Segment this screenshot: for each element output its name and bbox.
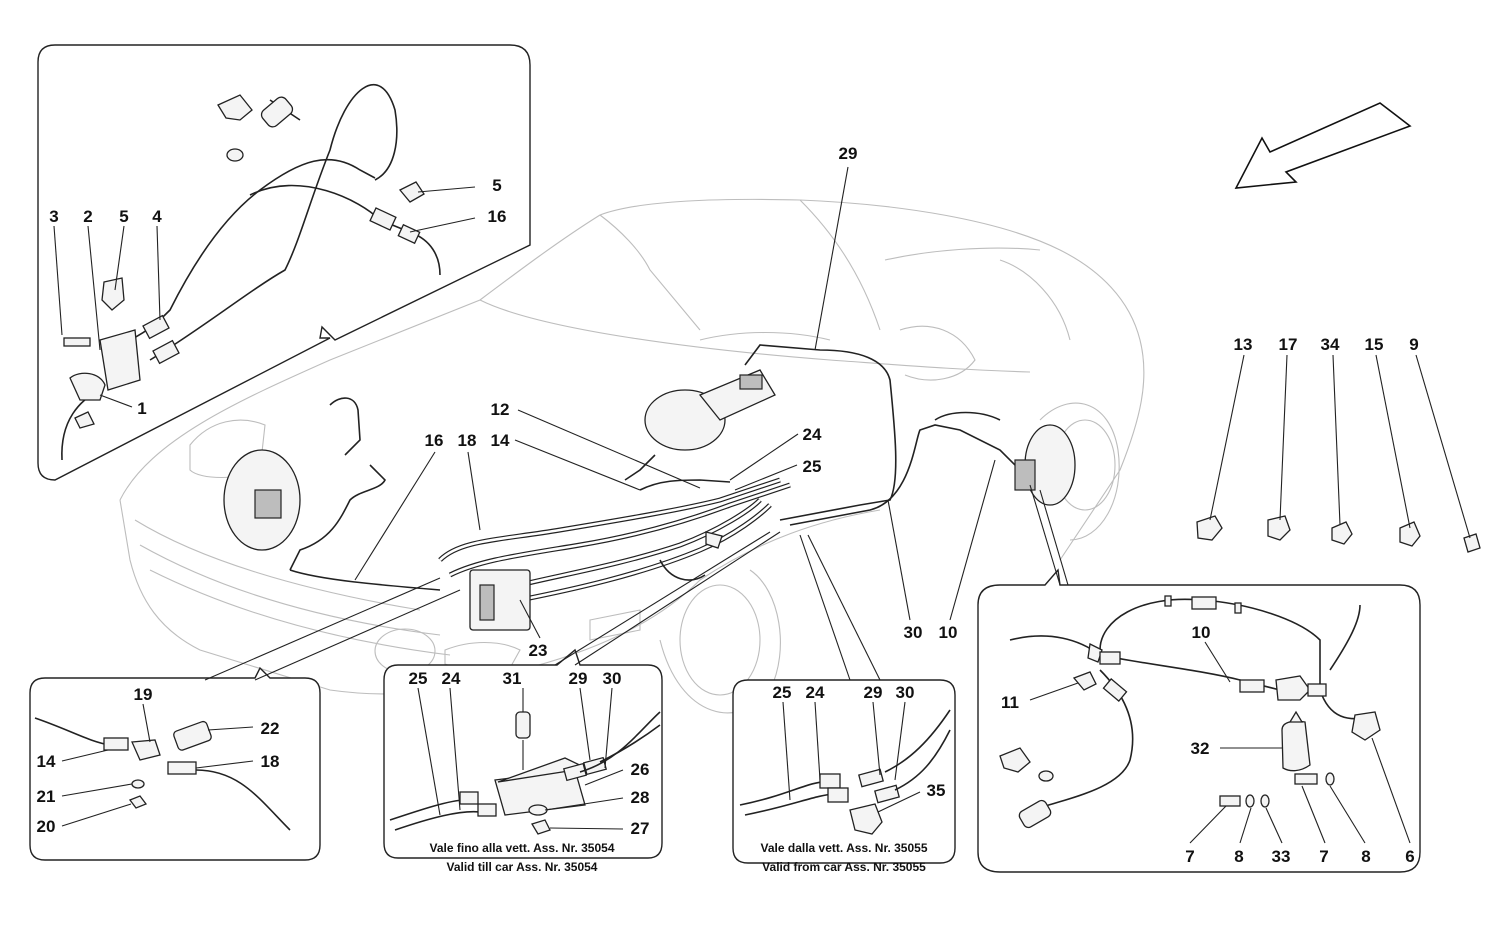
callout-19: 19: [134, 685, 153, 704]
callout-14: 14: [491, 431, 510, 450]
callout-28: 28: [631, 788, 650, 807]
callout-27: 27: [631, 819, 650, 838]
validity-note-till-en: Valid till car Ass. Nr. 35054: [447, 860, 598, 874]
clip-13: [1196, 515, 1223, 541]
callout-24: 24: [803, 425, 822, 444]
inset-pipe-union: [732, 679, 956, 864]
callout-9: 9: [1409, 335, 1418, 354]
inset-rear-caliper-sensor: [977, 568, 1421, 873]
callout-10: 10: [939, 623, 958, 642]
callout-23: 23: [529, 641, 548, 660]
callout-22: 22: [261, 719, 280, 738]
callout-14: 14: [37, 752, 56, 771]
callout-30: 30: [904, 623, 923, 642]
callout-34: 34: [1321, 335, 1340, 354]
callout-15: 15: [1365, 335, 1384, 354]
clip-17: [1267, 515, 1291, 541]
callout-25: 25: [803, 457, 822, 476]
callout-30: 30: [896, 683, 915, 702]
callout-31: 31: [503, 669, 522, 688]
inset-sensor-junction: [29, 666, 321, 861]
callout-30: 30: [603, 669, 622, 688]
callout-labels: 3 2 5 4 5 16 1 29 12 14 16 18 24 25 23 3…: [37, 144, 1419, 874]
callout-11: 11: [1001, 693, 1019, 712]
inset-distribution-block: [383, 648, 663, 859]
inset-front-left-caliper: [37, 44, 531, 481]
direction-arrow: [1234, 102, 1412, 189]
main-components: [223, 369, 1076, 631]
clip-34: [1331, 521, 1353, 545]
validity-note-till-it: Vale fino alla vett. Ass. Nr. 35054: [430, 841, 615, 855]
callout-29: 29: [864, 683, 883, 702]
callout-8: 8: [1234, 847, 1243, 866]
callout-25: 25: [773, 683, 792, 702]
callout-26: 26: [631, 760, 650, 779]
callout-12: 12: [491, 400, 510, 419]
callout-18: 18: [261, 752, 280, 771]
validity-note-from-en: Valid from car Ass. Nr. 35055: [762, 860, 926, 874]
callout-1: 1: [137, 399, 146, 418]
clips-group: [1196, 515, 1481, 553]
callout-3: 3: [49, 207, 58, 226]
callout-16: 16: [425, 431, 444, 450]
clip-15: [1399, 521, 1421, 547]
brake-pipe-routing: [289, 344, 1021, 603]
callout-10: 10: [1192, 623, 1211, 642]
callout-16: 16: [488, 207, 507, 226]
clip-9: [1463, 533, 1481, 553]
callout-24: 24: [442, 669, 461, 688]
callout-29: 29: [569, 669, 588, 688]
validity-note-from-it: Vale dalla vett. Ass. Nr. 35055: [761, 841, 928, 855]
callout-8: 8: [1361, 847, 1370, 866]
callout-7: 7: [1319, 847, 1328, 866]
callout-5: 5: [119, 207, 128, 226]
callout-5: 5: [492, 176, 501, 195]
callout-7: 7: [1185, 847, 1194, 866]
callout-32: 32: [1191, 739, 1210, 758]
callout-13: 13: [1234, 335, 1253, 354]
callout-33: 33: [1272, 847, 1291, 866]
leader-lines: [53, 166, 1471, 844]
callout-18: 18: [458, 431, 477, 450]
callout-35: 35: [927, 781, 946, 800]
callout-20: 20: [37, 817, 56, 836]
callout-29: 29: [839, 144, 858, 163]
callout-4: 4: [152, 207, 162, 226]
callout-21: 21: [37, 787, 56, 806]
car-body-outline: [119, 198, 1145, 714]
callout-17: 17: [1279, 335, 1298, 354]
callout-2: 2: [83, 207, 92, 226]
callout-6: 6: [1405, 847, 1414, 866]
callout-24: 24: [806, 683, 825, 702]
callout-25: 25: [409, 669, 428, 688]
